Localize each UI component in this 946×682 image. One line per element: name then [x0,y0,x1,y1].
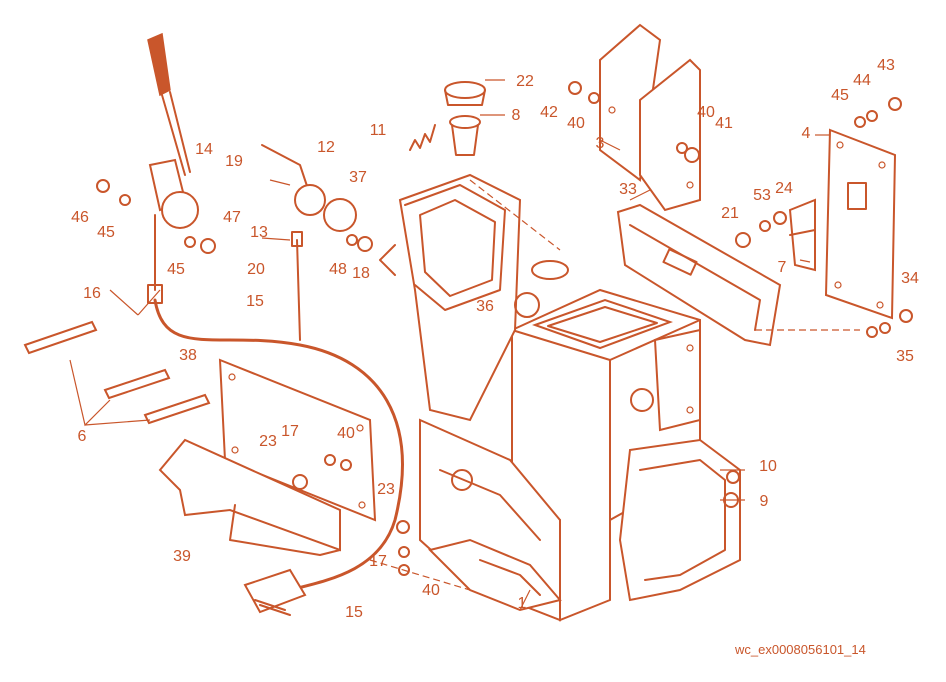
callout-20: 20 [247,261,265,278]
callout-35: 35 [896,348,914,365]
callout-1: 1 [517,595,527,612]
side-casting [618,328,741,602]
callout-37: 37 [349,169,367,186]
fasteners [96,81,913,576]
callout-13: 13 [250,224,268,241]
callout-43: 43 [877,57,895,74]
callout-24: 24 [775,180,793,197]
callout-53: 53 [753,187,771,204]
callout-16: 16 [83,285,101,302]
callout-6: 6 [77,428,87,445]
callout-15-lower: 15 [345,604,363,621]
callout-11: 11 [369,122,387,139]
callout-14: 14 [195,141,213,158]
callout-22: 22 [516,73,534,90]
callout-40-upper-right: 40 [697,104,715,121]
callout-42: 42 [540,104,558,121]
guard-plates [599,23,701,212]
support-bracket [158,438,341,556]
control-column [379,173,569,422]
callout-12: 12 [317,139,335,156]
callout-3: 3 [595,135,605,152]
callout-15-upper: 15 [246,293,264,310]
callout-46: 46 [71,209,89,226]
control-cable [153,298,404,616]
callout-17-lower: 17 [369,553,387,570]
callout-40-bottom: 40 [422,582,440,599]
filler-cap [444,81,486,156]
callout-40-plate: 40 [337,425,355,442]
callout-23-left: 23 [259,433,277,450]
callout-47: 47 [223,209,241,226]
callout-19: 19 [225,153,243,170]
callout-34: 34 [901,270,919,287]
callout-45-right: 45 [831,87,849,104]
leader-lines [109,79,860,611]
callout-8: 8 [511,107,521,124]
mounting-plate [218,358,377,522]
callout-39: 39 [173,548,191,565]
callout-7: 7 [777,259,787,276]
small-lever [261,144,357,341]
callout-38: 38 [179,347,197,364]
callout-10: 10 [759,458,777,475]
callout-45-lower: 45 [167,261,185,278]
callout-40-guard: 40 [567,115,585,132]
callout-21: 21 [721,205,739,222]
callout-23-right: 23 [377,481,395,498]
callout-18: 18 [352,265,370,282]
spring [409,124,436,151]
callout-4: 4 [801,125,811,142]
cover-plate [824,128,897,320]
small-bracket [788,198,816,272]
callout-45-left: 45 [97,224,115,241]
callout-33: 33 [619,181,637,198]
callout-9: 9 [759,493,769,510]
callout-41: 41 [715,115,733,132]
rail-bracket [616,203,782,347]
callout-44: 44 [853,72,871,89]
callout-36: 36 [476,298,494,315]
callout-17-upper: 17 [281,423,299,440]
friction-pads [23,320,211,427]
shift-lever [147,32,199,304]
callout-48: 48 [329,261,347,278]
main-housing [419,288,701,622]
figure-caption: wc_ex0008056101_14 [735,642,866,657]
